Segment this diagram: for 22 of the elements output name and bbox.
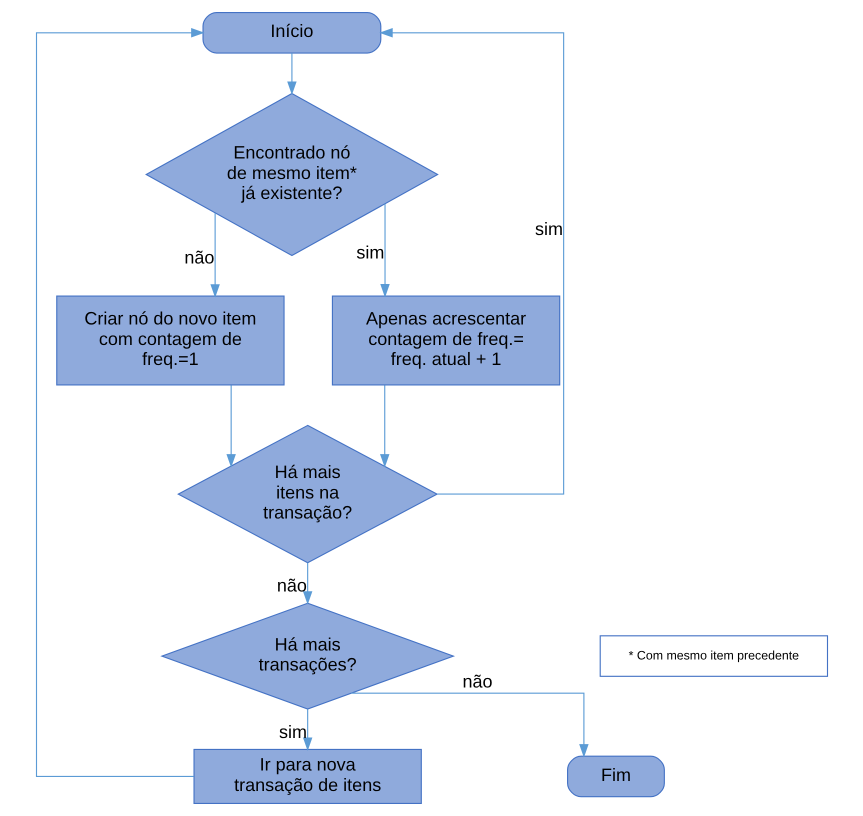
node-box: Apenas acrescentar contagem de freq.= freq. atual + 1: [331, 295, 560, 386]
arrow: [380, 385, 389, 468]
arrow: [226, 385, 236, 468]
edge-label: não: [276, 576, 306, 596]
node-box: Início: [202, 12, 381, 54]
node-box: * Com mesmo item precedente: [599, 635, 828, 677]
node-box: Ir para nova transação de itens: [192, 748, 422, 804]
edge-label: não: [462, 671, 492, 692]
node-diamond: Há mais transações?: [160, 602, 455, 710]
arrow: [378, 28, 564, 495]
arrow: [35, 28, 204, 778]
arrow: [380, 204, 390, 298]
node-diamond: Há mais itens na transação?: [176, 424, 438, 564]
arrow: [210, 213, 220, 298]
edge-label: sim: [534, 219, 563, 240]
arrow: [350, 692, 588, 758]
edge-label: sim: [278, 722, 307, 742]
arrow: [302, 562, 312, 605]
arrow: [286, 53, 296, 95]
node-box: Fim: [566, 756, 664, 798]
node-box: Criar nó do novo item com contagem de freq.=1: [56, 295, 284, 386]
arrow: [302, 709, 312, 752]
